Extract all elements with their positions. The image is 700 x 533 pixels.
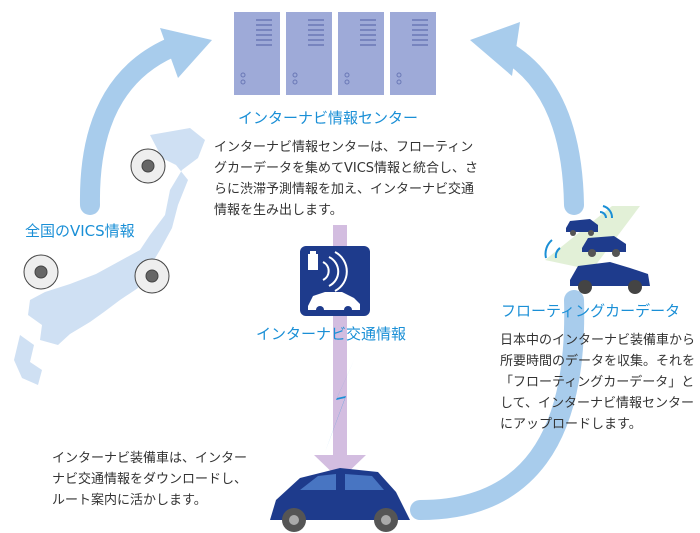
vics-station-icons — [23, 148, 170, 294]
center-title: インターナビ情報センター — [238, 109, 419, 127]
vics-to-center-arrow — [79, 28, 212, 215]
center-description: インターナビ情報センターは、フローティングカーデータを集めてVICS情報と統合し… — [214, 140, 479, 218]
floating-car-icons — [544, 205, 650, 294]
vics-title: 全国のVICS情報 — [25, 222, 135, 240]
japan-map — [14, 128, 205, 385]
car-to-floating-car-arrow — [410, 290, 585, 520]
traffic-info-device-icon — [300, 246, 370, 316]
floating-car-title: フローティングカーデータ — [501, 302, 681, 320]
server-racks — [234, 12, 436, 95]
navi-car-description: インターナビ装備車は、インターナビ交通情報をダウンロードし、ルート案内に活かしま… — [52, 451, 248, 508]
floating-car-to-center-arrow — [470, 22, 584, 215]
traffic-info-title: インターナビ交通情報 — [256, 325, 407, 343]
navi-car-icon — [270, 468, 410, 532]
floating-car-description: 日本中のインターナビ装備車から所要時間のデータを収集。それを「フローティングカー… — [500, 333, 696, 432]
